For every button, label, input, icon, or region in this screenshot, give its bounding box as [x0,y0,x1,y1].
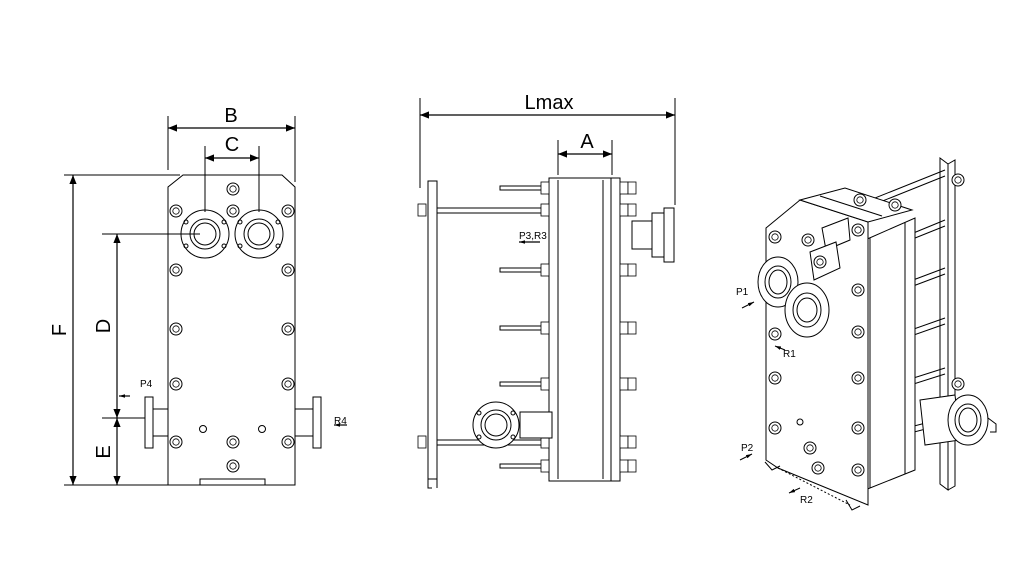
port-label-p3-r3: P3,R3 [519,231,547,242]
side-view [417,98,676,489]
port-label-r2: R2 [800,495,813,506]
iso-port-arrows [739,301,801,494]
side-nozzle-right [631,207,675,263]
port-flange-top-right [234,209,284,259]
port-label-p4: P4 [140,379,153,390]
front-view [64,116,322,486]
port-label-r1: R1 [783,349,796,360]
dim-label-c: C [225,134,239,156]
port-label-p2: P2 [741,443,754,454]
dim-label-b: B [224,105,237,127]
side-flange-bottom [472,401,553,449]
iso-flange-r1 [784,282,830,338]
iso-flange-p1 [757,256,799,308]
dim-label-d: D [93,319,115,333]
side-pipe-left [144,396,169,449]
dimension-lines-front [69,124,347,485]
port-label-r4: R4 [334,416,347,427]
side-pipe-right [294,396,322,449]
dim-label-lmax: Lmax [525,92,574,114]
isometric-view [757,157,997,511]
dimension-lines-side [420,111,675,244]
dim-label-e: E [93,445,115,458]
iso-flange-right [919,394,997,446]
port-label-p1: P1 [736,287,749,298]
dim-label-a: A [580,131,594,153]
dim-label-f: F [49,324,71,336]
